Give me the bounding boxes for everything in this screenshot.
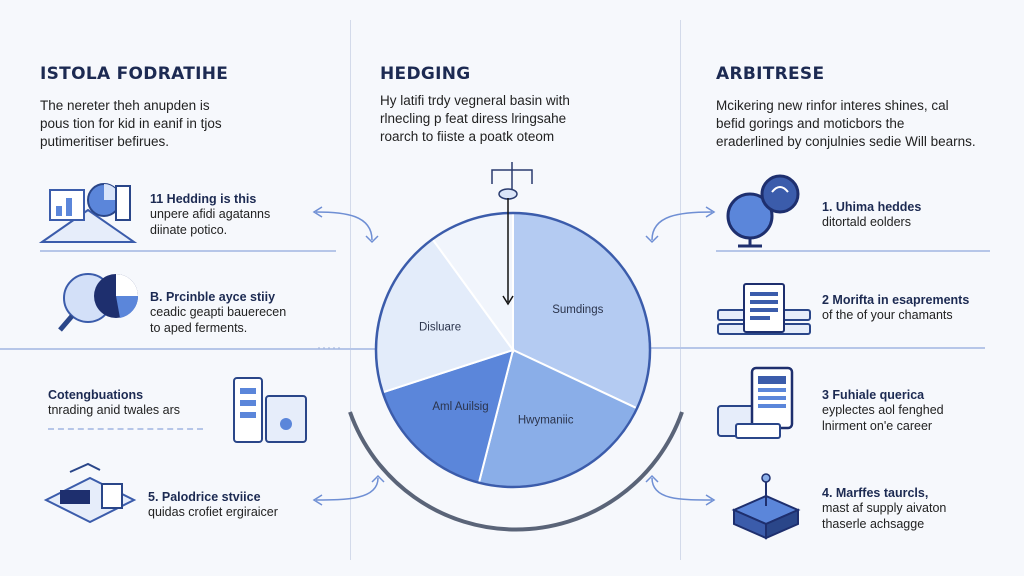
right-item-1-rule xyxy=(716,250,990,252)
arrow-right-bottom xyxy=(651,477,713,501)
right-column-intro: Mcikering new rinfor interes shines, cal… xyxy=(716,98,976,149)
right-item-2: 2 Morifta in esaprements of the of your … xyxy=(822,293,970,322)
left-item-3: Cotengbuations tnrading anid twales ars xyxy=(48,388,181,417)
column-divider-right xyxy=(680,20,681,560)
pie-slice-label-0: Sumdings xyxy=(552,304,603,316)
pie-slice-label-2: Aml Auilsig xyxy=(432,401,488,413)
middle-column-intro: Hy latifi trdy vegneral basin with rlnec… xyxy=(380,93,570,144)
arrow-left-bottom xyxy=(315,477,379,501)
house-chart-icon xyxy=(38,180,138,255)
left-item-2: B. Prcinble ayce stiiy ceadic geapti bau… xyxy=(150,290,287,335)
left-item-4: 5. Palodrice stviice quidas crofiet ergi… xyxy=(148,490,278,519)
arrow-left-top xyxy=(315,211,373,241)
right-item-1: 1. Uhima heddes ditortald eolders xyxy=(822,200,922,229)
beacon-box-icon xyxy=(728,470,804,551)
pie-slice-label-3: Disluare xyxy=(419,321,461,333)
server-document-icon xyxy=(716,282,812,347)
globe-chart-icon xyxy=(722,172,812,253)
left-item-2-rule xyxy=(0,348,375,350)
right-item-4: 4. Marffes taurcls, mast af supply aivat… xyxy=(822,486,947,531)
devices-icon xyxy=(40,460,140,545)
tablet-stack-icon xyxy=(716,366,812,447)
arrow-right-top xyxy=(651,211,713,241)
documents-icon xyxy=(230,376,310,451)
magnifier-pie-icon xyxy=(58,266,148,341)
left-column-intro: The nereter theh anupden is pous tion fo… xyxy=(40,98,222,149)
left-column-title: ISTOLA FODRATIHE xyxy=(40,64,229,84)
pie-slice-label-1: Hwymaniic xyxy=(518,414,574,426)
right-item-3: 3 Fuhiale querica eyplectes aol fenghed … xyxy=(822,388,944,433)
left-item-3-dashes xyxy=(48,428,203,430)
column-divider-left xyxy=(350,20,351,560)
right-column-title: ARBITRESE xyxy=(716,64,825,84)
pie-outline xyxy=(374,211,652,489)
middle-column-title: HEDGING xyxy=(380,64,471,84)
left-item-1: 11 Hedding is this unpere afidi agatanns… xyxy=(150,192,271,237)
base-arc xyxy=(348,411,684,532)
left-item-1-rule xyxy=(40,250,336,252)
